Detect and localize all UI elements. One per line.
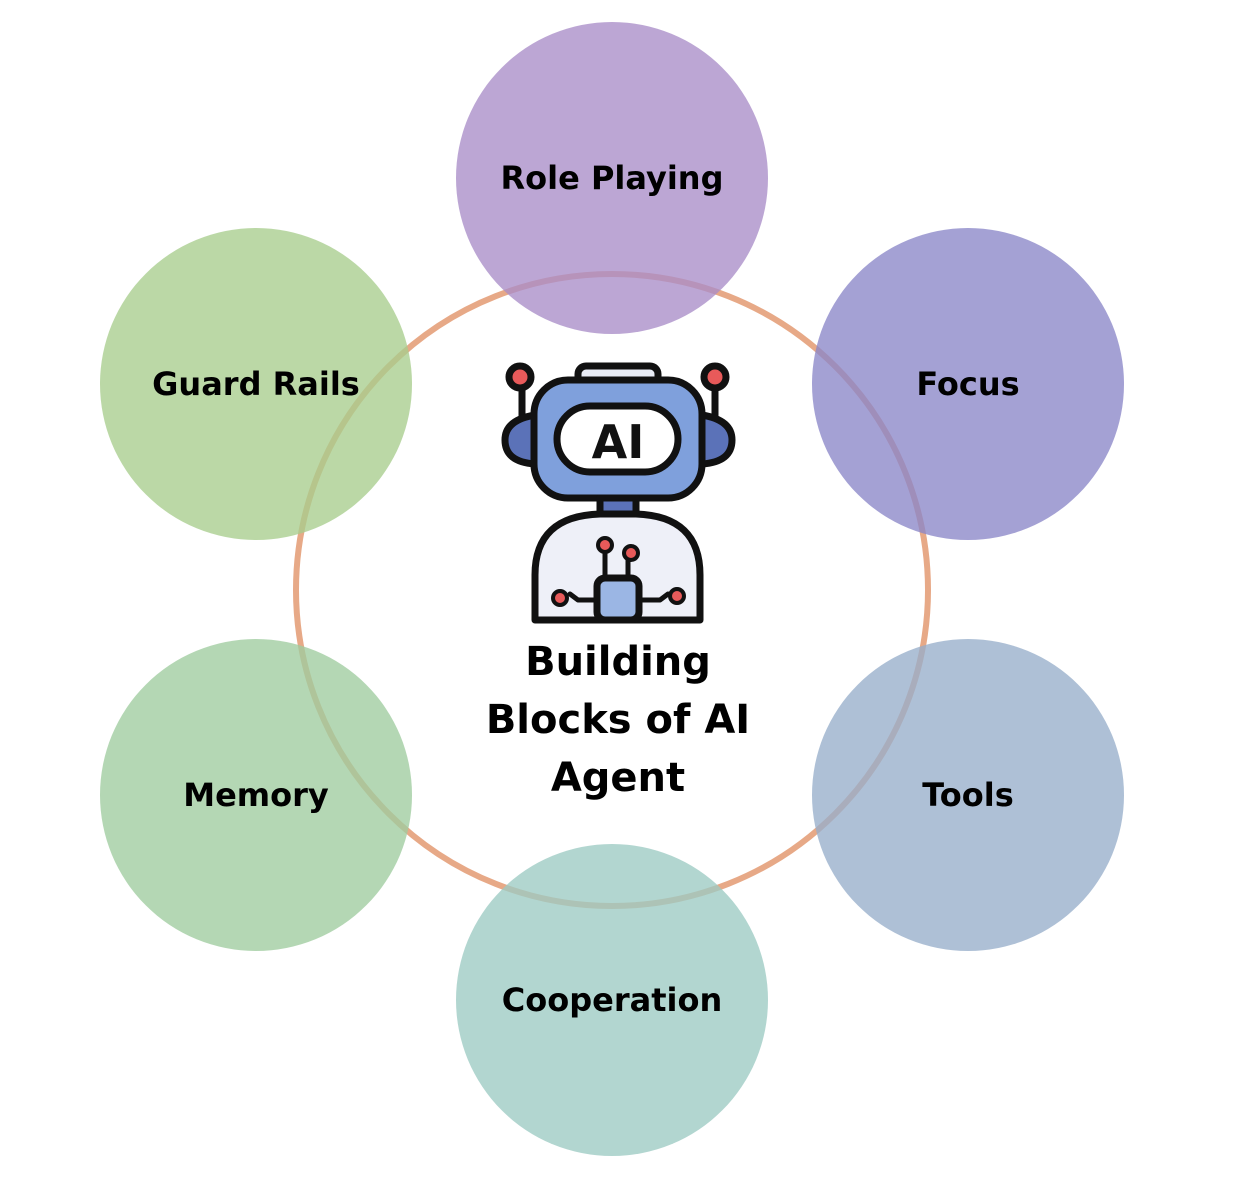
node-label-focus: Focus bbox=[916, 365, 1020, 403]
node-label-guard-rails: Guard Rails bbox=[152, 365, 360, 403]
node-circle-focus bbox=[812, 228, 1124, 540]
node-circle-guard-rails bbox=[100, 228, 412, 540]
center-title-line-2: Blocks of AI bbox=[485, 697, 751, 743]
ai-robot-icon: AI bbox=[501, 362, 736, 624]
robot-body-icon bbox=[531, 510, 704, 624]
visor-icon bbox=[553, 402, 682, 476]
circuit-node-icon bbox=[551, 589, 569, 607]
right-ear-icon bbox=[698, 411, 736, 468]
node-label-role-playing: Role Playing bbox=[500, 159, 724, 197]
robot-ai-label: AI bbox=[592, 415, 645, 469]
node-label-tools: Tools bbox=[922, 776, 1014, 814]
chest-chip-icon bbox=[593, 574, 643, 624]
node-circle-tools bbox=[812, 639, 1124, 951]
node-label-cooperation: Cooperation bbox=[501, 981, 723, 1019]
center-title: Building Blocks of AI Agent bbox=[468, 633, 768, 807]
circuit-line-icon bbox=[636, 591, 671, 603]
node-circle-memory bbox=[100, 639, 412, 951]
node-label-memory: Memory bbox=[183, 776, 329, 814]
center-title-line-3: Agent bbox=[550, 755, 686, 801]
circuit-node-icon bbox=[596, 536, 614, 554]
left-antenna-tip-icon bbox=[505, 362, 535, 392]
circuit-node-icon bbox=[668, 587, 686, 605]
node-circle-role-playing bbox=[456, 22, 768, 334]
circuit-node-icon bbox=[622, 544, 640, 562]
center-title-line-1: Building bbox=[525, 639, 711, 685]
circuit-line-icon bbox=[567, 591, 600, 603]
left-ear-icon bbox=[501, 411, 539, 468]
node-circle-cooperation bbox=[456, 844, 768, 1156]
right-antenna-tip-icon bbox=[700, 362, 730, 392]
